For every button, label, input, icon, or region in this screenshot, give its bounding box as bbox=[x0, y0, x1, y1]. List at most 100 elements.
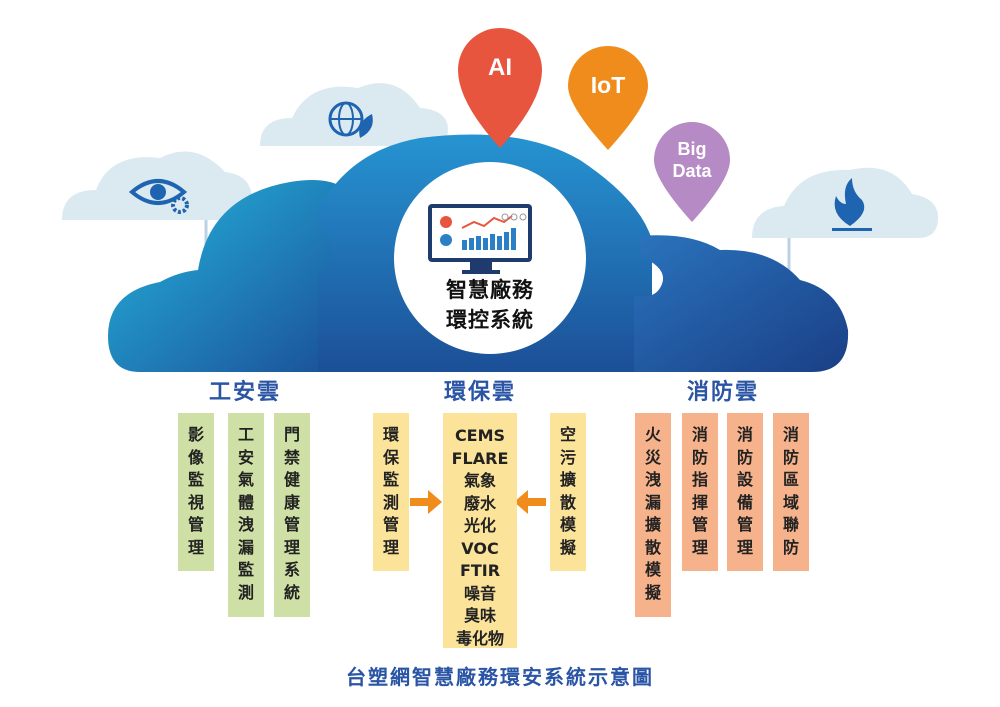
box-char: 測 bbox=[382, 492, 399, 512]
env-center-item: 噪音 bbox=[463, 583, 496, 603]
env-center-item: 廢水 bbox=[463, 493, 496, 513]
box-char: 門 bbox=[283, 425, 300, 444]
flame-icon bbox=[832, 178, 872, 231]
box-char: 測 bbox=[237, 582, 254, 602]
box-char: 監 bbox=[187, 470, 204, 489]
box-char: 散 bbox=[644, 537, 661, 557]
box-char: 管 bbox=[736, 515, 753, 534]
box-char: 區 bbox=[782, 470, 799, 489]
box-char: 理 bbox=[187, 537, 204, 557]
box-char: 揮 bbox=[691, 492, 708, 512]
box-char: 消 bbox=[691, 425, 708, 444]
eye-gear-icon bbox=[128, 179, 189, 214]
box-char: 體 bbox=[237, 492, 254, 512]
box-char: 漏 bbox=[644, 492, 661, 512]
iot-pin-icon bbox=[568, 46, 648, 150]
box-char: 指 bbox=[691, 470, 708, 489]
box-char: 洩 bbox=[644, 470, 661, 489]
box-char: 安 bbox=[237, 447, 254, 467]
box-char: 空 bbox=[559, 425, 576, 444]
env-monitor-box: 環保監測管理 bbox=[373, 413, 409, 571]
bigdata-label: Big Data bbox=[656, 138, 728, 182]
box-char: 健 bbox=[283, 470, 300, 489]
box-char: 設 bbox=[736, 470, 753, 489]
box-char: 擬 bbox=[559, 537, 576, 557]
box-char: 管 bbox=[691, 515, 708, 534]
box-char: 備 bbox=[736, 492, 753, 512]
box-char: 模 bbox=[644, 560, 661, 579]
center-title-line2: 環控系統 bbox=[446, 308, 534, 332]
box-char: 監 bbox=[382, 470, 399, 489]
env-center-item: CEMS bbox=[454, 426, 506, 445]
box-char: 散 bbox=[559, 492, 576, 512]
ai-label: AI bbox=[488, 54, 512, 81]
box-char: 康 bbox=[283, 492, 300, 512]
box-char: 漏 bbox=[237, 537, 254, 557]
box-char: 消 bbox=[736, 425, 753, 444]
env-dispersion-box: 空污擴散模擬 bbox=[550, 413, 586, 571]
env-center-item: FTIR bbox=[459, 561, 501, 580]
box-char: 理 bbox=[382, 537, 399, 557]
center-title: 智慧廠務 環控系統 bbox=[405, 275, 575, 335]
box-char: 系 bbox=[283, 560, 300, 579]
box-char: 火 bbox=[644, 425, 661, 444]
box-char: 禁 bbox=[283, 447, 300, 467]
box-char: 管 bbox=[283, 515, 300, 534]
bigdata-line2: Data bbox=[672, 161, 712, 181]
safety-box-2: 工安氣體洩漏監測 bbox=[228, 413, 264, 617]
env-cloud-title: 環保雲 bbox=[443, 380, 516, 405]
ai-pin-icon bbox=[458, 28, 542, 148]
box-char: 管 bbox=[187, 515, 204, 534]
fire-cloud-title: 消防雲 bbox=[686, 380, 759, 405]
iot-label: IoT bbox=[590, 72, 626, 98]
box-char: 消 bbox=[782, 425, 799, 444]
monitor-icon bbox=[428, 204, 532, 274]
box-char: 理 bbox=[691, 537, 708, 557]
box-char: 環 bbox=[382, 425, 399, 444]
box-char: 洩 bbox=[237, 515, 254, 534]
safety-box-3: 門禁健康管理系統 bbox=[274, 413, 310, 617]
box-char: 模 bbox=[559, 515, 576, 534]
arrows bbox=[410, 490, 546, 514]
fire-box-3: 消防設備管理 bbox=[727, 413, 763, 571]
env-center-box: CEMS FLARE 氣象廢水光化 VOC FTIR 噪音臭味毒化物 bbox=[443, 413, 517, 648]
safety-box-1: 影像監視管理 bbox=[178, 413, 214, 571]
box-char: 防 bbox=[782, 537, 799, 557]
box-char: 域 bbox=[782, 492, 799, 512]
box-char: 保 bbox=[382, 447, 399, 467]
env-center-item: VOC bbox=[461, 538, 499, 558]
box-char: 污 bbox=[559, 447, 576, 467]
box-char: 防 bbox=[691, 447, 708, 467]
bigdata-pin-icon bbox=[654, 122, 730, 222]
box-char: 防 bbox=[736, 447, 753, 467]
bigdata-line1: Big bbox=[677, 139, 707, 159]
box-char: 聯 bbox=[782, 515, 799, 534]
safety-cloud-title: 工安雲 bbox=[208, 380, 281, 405]
env-center-item: 臭味 bbox=[463, 606, 496, 625]
box-char: 擴 bbox=[559, 470, 576, 489]
box-char: 氣 bbox=[237, 470, 254, 489]
box-char: 像 bbox=[187, 447, 204, 467]
center-title-line1: 智慧廠務 bbox=[446, 278, 534, 302]
box-char: 防 bbox=[782, 447, 799, 467]
box-char: 擬 bbox=[644, 582, 661, 602]
fire-box-2: 消防指揮管理 bbox=[682, 413, 718, 571]
box-char: 理 bbox=[736, 537, 753, 557]
box-char: 工 bbox=[237, 425, 254, 444]
box-char: 監 bbox=[237, 560, 254, 579]
box-char: 統 bbox=[283, 582, 300, 602]
fire-box-1: 火災洩漏擴散模擬 bbox=[635, 413, 671, 617]
globe-leaf-icon bbox=[328, 101, 373, 138]
env-center-item: 毒化物 bbox=[455, 628, 504, 648]
env-center-item: FLARE bbox=[451, 448, 509, 468]
box-char: 管 bbox=[382, 515, 399, 534]
env-center-item: 氣象 bbox=[463, 471, 496, 490]
diagram-caption: 台塑網智慧廠務環安系統示意圖 bbox=[346, 665, 654, 689]
box-char: 影 bbox=[187, 425, 204, 444]
box-char: 擴 bbox=[644, 515, 661, 534]
box-char: 視 bbox=[187, 492, 204, 512]
box-char: 理 bbox=[283, 537, 300, 557]
fire-box-4: 消防區域聯防 bbox=[773, 413, 809, 571]
env-center-item: 光化 bbox=[463, 516, 496, 535]
